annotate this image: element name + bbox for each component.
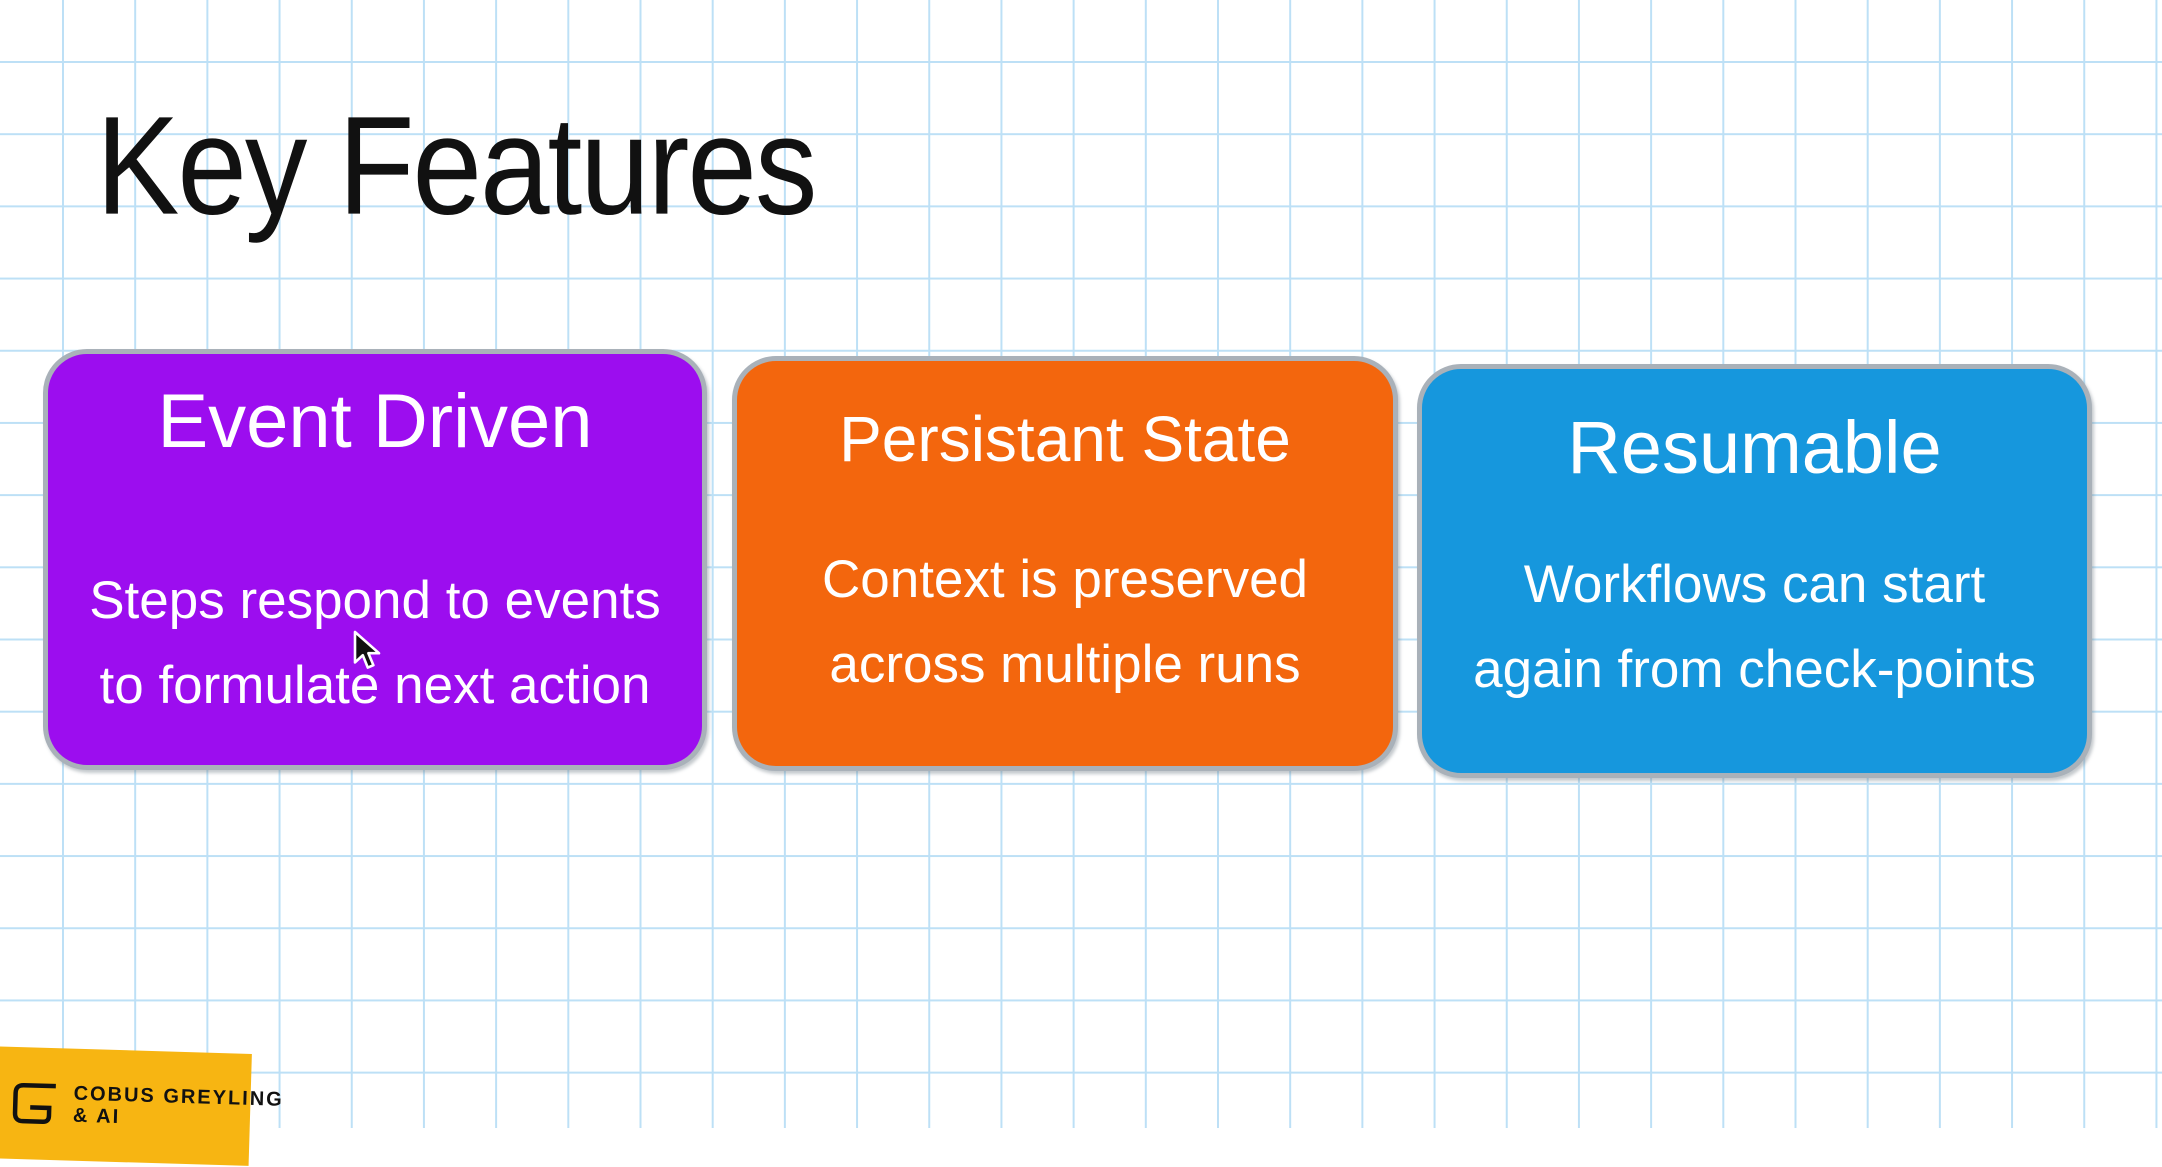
card-body-line: Steps respond to events (89, 571, 661, 631)
card-body-line: Context is preserved (821, 550, 1309, 610)
card-title: Persistant State (839, 403, 1291, 475)
feature-card-event-driven: Event Driven Steps respond to events to … (43, 349, 707, 770)
card-body: Context is preserved across multiple run… (737, 538, 1393, 708)
card-body: Steps respond to events to formulate nex… (48, 559, 702, 729)
card-body-line: to formulate next action (99, 656, 651, 716)
card-title: Resumable (1567, 406, 1942, 489)
feature-card-resumable: Resumable Workflows can start again from… (1417, 364, 2092, 778)
card-title: Event Driven (157, 379, 593, 464)
card-body-line: across multiple runs (829, 635, 1301, 695)
feature-card-persistant-state: Persistant State Context is preserved ac… (732, 356, 1398, 771)
brand-text: COBUS GREYLING & AI (73, 1083, 284, 1133)
card-body: Workflows can start again from check-poi… (1422, 543, 2087, 713)
card-body-line: Workflows can start (1523, 555, 1986, 615)
card-body-line: again from check-points (1473, 640, 2036, 700)
page-title: Key Features (96, 88, 817, 244)
g-logo-icon (12, 1082, 56, 1125)
brand-badge: COBUS GREYLING & AI (0, 1046, 284, 1166)
